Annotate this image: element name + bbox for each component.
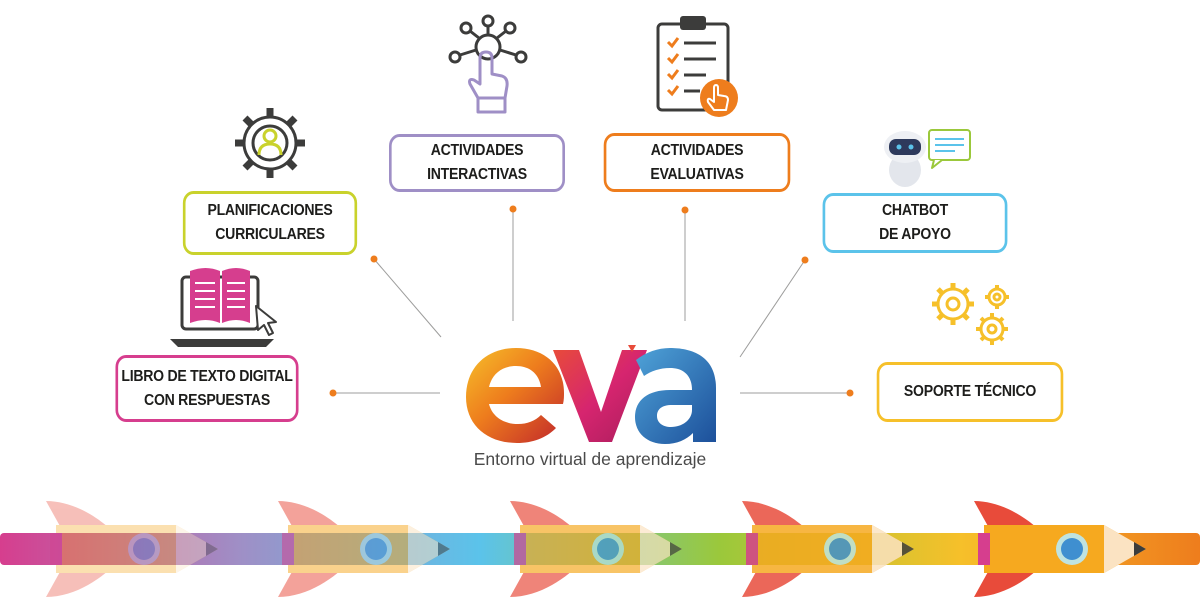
eva-wordmark: [466, 345, 716, 444]
connector-dot-interactivas: [509, 205, 517, 213]
box-libro-texto-digital[interactable]: LIBRO DE TEXTO DIGITAL CON RESPUESTAS: [115, 355, 299, 422]
box-chatbot-de-apoyo[interactable]: CHATBOT DE APOYO: [822, 193, 1008, 253]
logo-letter-e: [466, 348, 564, 443]
connector-dot-soporte: [846, 389, 854, 397]
box-actividades-interactivas[interactable]: ACTIVIDADES INTERACTIVAS: [389, 134, 565, 192]
connector-line-chatbot: [739, 259, 806, 358]
connector-dot-evaluativas: [681, 206, 689, 214]
curriculum-gear-person-icon: [235, 108, 305, 178]
box-interactivas-line-1: ACTIVIDADES: [430, 142, 524, 159]
connector-line-planificaciones: [373, 258, 442, 338]
box-evaluativas-line-1: ACTIVIDADES: [650, 141, 744, 159]
rocket-3: [510, 501, 682, 597]
chatbot-robot-icon: [884, 129, 971, 187]
rocket-2: [278, 501, 450, 597]
box-chatbot-line-2: DE APOYO: [879, 226, 951, 243]
logo-letter-a: [635, 348, 716, 444]
digital-book-laptop-icon: [170, 268, 277, 347]
support-gears-icon: [932, 283, 1009, 345]
box-libro-line-1: LIBRO DE TEXTO DIGITAL: [121, 367, 293, 385]
rocket-4: [742, 501, 914, 597]
box-planificaciones-curriculares[interactable]: PLANIFICACIONES CURRICULARES: [182, 191, 358, 255]
box-evaluativas-line-2: EVALUATIVAS: [650, 165, 744, 183]
rocket-1: [46, 501, 218, 597]
logo-facet-accent: [628, 345, 636, 352]
box-interactivas-line-2: INTERACTIVAS: [427, 166, 527, 183]
box-libro-line-2: CON RESPUESTAS: [144, 391, 270, 409]
box-soporte-tecnico[interactable]: SOPORTE TÉCNICO: [876, 362, 1064, 422]
rocket-5: [974, 501, 1146, 597]
box-actividades-evaluativas[interactable]: ACTIVIDADES EVALUATIVAS: [603, 133, 791, 192]
pointing-hand-icon: [468, 50, 509, 114]
touch-network-icon: [448, 14, 528, 64]
logo-letter-v: [553, 350, 647, 442]
logo-tagline: Entorno virtual de aprendizaje: [473, 449, 707, 469]
box-chatbot-line-1: CHATBOT: [882, 202, 948, 219]
box-planificaciones-line-2: CURRICULARES: [215, 226, 325, 243]
connector-dot-libro: [329, 389, 337, 397]
connector-dot-chatbot: [801, 256, 809, 264]
box-planificaciones-line-1: PLANIFICACIONES: [207, 202, 333, 219]
connector-dot-planificaciones: [370, 255, 378, 263]
clipboard-checklist-icon: [656, 16, 738, 117]
box-soporte-line-1: SOPORTE TÉCNICO: [903, 383, 1037, 400]
